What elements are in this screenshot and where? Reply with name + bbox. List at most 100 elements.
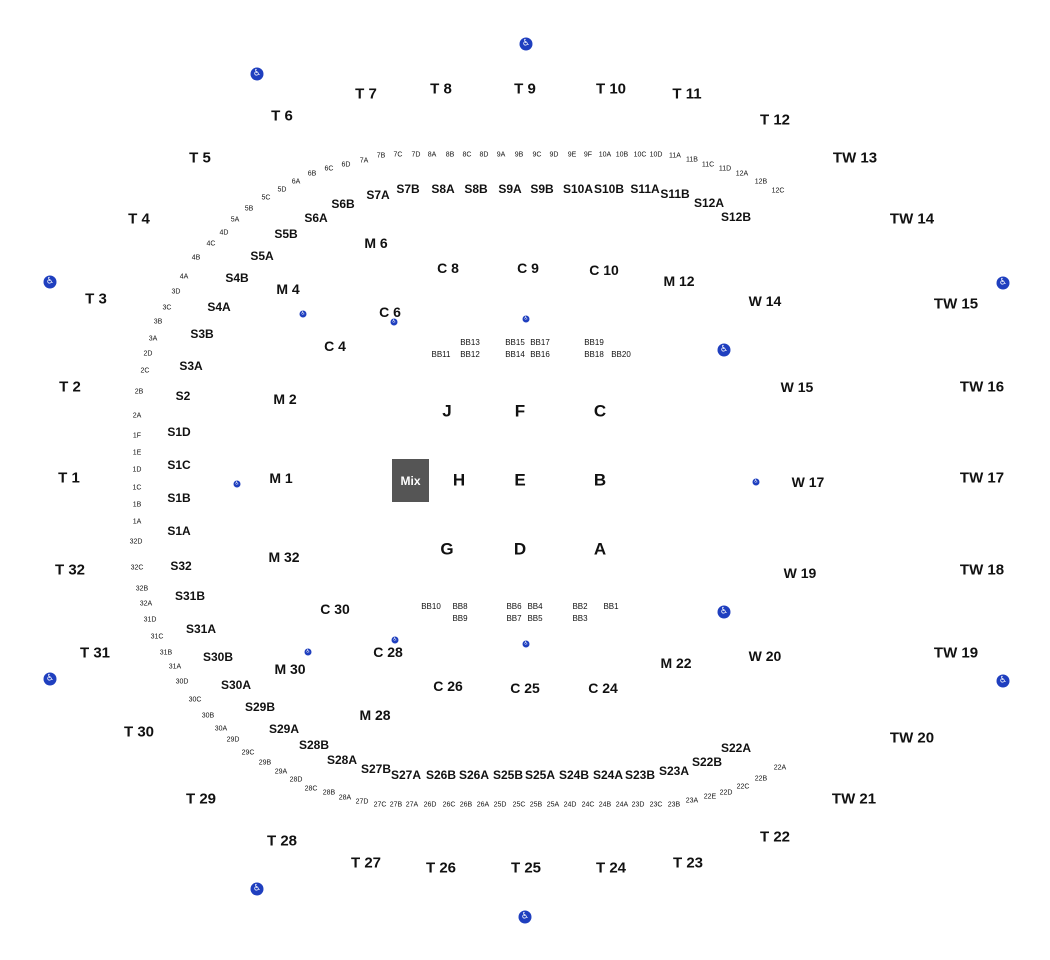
side-section-s22b[interactable]: S22B (691, 755, 723, 769)
floor-box-bb5[interactable]: BB5 (527, 614, 543, 623)
side-section-s25b[interactable]: S25B (492, 768, 524, 782)
section-12b[interactable]: 12B (754, 178, 768, 186)
section-10c[interactable]: 10C (633, 151, 647, 159)
wheelchair-icon[interactable]: ♿ (233, 480, 241, 488)
side-section-s4b[interactable]: S4B (225, 271, 249, 285)
section-9a[interactable]: 9A (496, 151, 506, 159)
wheelchair-icon[interactable]: ♿ (519, 37, 533, 51)
section-25c[interactable]: 25C (512, 801, 526, 809)
side-section-s4a[interactable]: S4A (207, 300, 231, 314)
section-2b[interactable]: 2B (134, 388, 144, 396)
section-25d[interactable]: 25D (493, 801, 507, 809)
terrace-section-t-22[interactable]: T 22 (759, 828, 791, 846)
side-section-s27b[interactable]: S27B (360, 762, 392, 776)
terrace-section-t-29[interactable]: T 29 (185, 790, 217, 808)
side-section-s30b[interactable]: S30B (202, 650, 234, 664)
terrace-section-tw-20[interactable]: TW 20 (889, 729, 935, 747)
section-29c[interactable]: 29C (241, 749, 255, 757)
section-2d[interactable]: 2D (143, 350, 153, 358)
section-31c[interactable]: 31C (150, 633, 164, 641)
club-section-c-8[interactable]: C 8 (437, 260, 459, 276)
terrace-section-tw-18[interactable]: TW 18 (959, 561, 1005, 579)
terrace-section-t-6[interactable]: T 6 (271, 107, 293, 125)
wing-section-w-19[interactable]: W 19 (783, 565, 817, 581)
terrace-section-tw-14[interactable]: TW 14 (889, 210, 935, 228)
mezzanine-section-m-32[interactable]: M 32 (268, 549, 300, 565)
section-30b[interactable]: 30B (201, 712, 215, 720)
section-1b[interactable]: 1B (132, 501, 142, 509)
wheelchair-icon[interactable]: ♿ (522, 315, 530, 323)
section-1d[interactable]: 1D (132, 466, 142, 474)
terrace-section-t-8[interactable]: T 8 (430, 80, 452, 98)
section-9e[interactable]: 9E (567, 151, 577, 159)
wheelchair-icon[interactable]: ♿ (996, 276, 1010, 290)
section-6d[interactable]: 6D (341, 161, 351, 169)
terrace-section-t-24[interactable]: T 24 (595, 859, 627, 877)
section-22a[interactable]: 22A (773, 764, 787, 772)
terrace-section-tw-19[interactable]: TW 19 (933, 644, 979, 662)
wheelchair-icon[interactable]: ♿ (518, 910, 532, 924)
side-section-s12b[interactable]: S12B (720, 210, 752, 224)
section-3c[interactable]: 3C (162, 304, 172, 312)
terrace-section-t-25[interactable]: T 25 (510, 859, 542, 877)
section-30d[interactable]: 30D (175, 678, 189, 686)
section-29b[interactable]: 29B (258, 759, 272, 767)
mezzanine-section-m-1[interactable]: M 1 (269, 470, 293, 486)
section-8d[interactable]: 8D (479, 151, 489, 159)
side-section-s26a[interactable]: S26A (458, 768, 490, 782)
section-3b[interactable]: 3B (153, 318, 163, 326)
section-9b[interactable]: 9B (514, 151, 524, 159)
section-24a[interactable]: 24A (615, 801, 629, 809)
section-11b[interactable]: 11B (686, 156, 698, 164)
wheelchair-icon[interactable]: ♿ (43, 275, 57, 289)
floor-box-bb9[interactable]: BB9 (452, 614, 468, 623)
side-section-s32[interactable]: S32 (170, 559, 192, 573)
section-8b[interactable]: 8B (445, 151, 455, 159)
section-29a[interactable]: 29A (274, 768, 288, 776)
floor-box-bb20[interactable]: BB20 (611, 350, 631, 359)
section-1e[interactable]: 1E (132, 449, 142, 457)
terrace-section-t-27[interactable]: T 27 (350, 854, 382, 872)
side-section-s10b[interactable]: S10B (593, 182, 625, 196)
club-section-c-10[interactable]: C 10 (589, 262, 619, 278)
side-section-s10a[interactable]: S10A (562, 182, 594, 196)
club-section-c-25[interactable]: C 25 (510, 680, 540, 696)
side-section-s3a[interactable]: S3A (179, 359, 203, 373)
side-section-s1d[interactable]: S1D (167, 425, 191, 439)
side-section-s29a[interactable]: S29A (268, 722, 300, 736)
floor-box-bb19[interactable]: BB19 (584, 338, 604, 347)
section-12a[interactable]: 12A (735, 170, 749, 178)
section-24c[interactable]: 24C (581, 801, 595, 809)
section-32d[interactable]: 32D (129, 538, 143, 546)
mezzanine-section-m-6[interactable]: M 6 (364, 235, 388, 251)
terrace-section-tw-15[interactable]: TW 15 (933, 295, 979, 313)
side-section-s6a[interactable]: S6A (304, 211, 328, 225)
floor-box-bb10[interactable]: BB10 (421, 602, 441, 611)
section-11a[interactable]: 11A (669, 152, 681, 160)
wheelchair-icon[interactable]: ♿ (522, 640, 530, 648)
side-section-s6b[interactable]: S6B (331, 197, 355, 211)
section-25b[interactable]: 25B (529, 801, 543, 809)
section-32a[interactable]: 32A (139, 600, 153, 608)
side-section-s28a[interactable]: S28A (326, 753, 358, 767)
club-section-c-9[interactable]: C 9 (517, 260, 539, 276)
terrace-section-t-1[interactable]: T 1 (58, 469, 80, 487)
terrace-section-t-9[interactable]: T 9 (514, 80, 536, 98)
floor-section-d[interactable]: D (513, 539, 527, 559)
terrace-section-tw-13[interactable]: TW 13 (832, 149, 878, 167)
section-10a[interactable]: 10A (598, 151, 612, 159)
side-section-s24b[interactable]: S24B (558, 768, 590, 782)
section-8a[interactable]: 8A (427, 151, 437, 159)
wheelchair-icon[interactable]: ♿ (304, 648, 312, 656)
floor-box-bb2[interactable]: BB2 (572, 602, 588, 611)
section-27a[interactable]: 27A (405, 801, 419, 809)
wheelchair-icon[interactable]: ♿ (250, 882, 264, 896)
section-26a[interactable]: 26A (476, 801, 490, 809)
section-22b[interactable]: 22B (754, 775, 768, 783)
section-32b[interactable]: 32B (135, 585, 149, 593)
section-23a[interactable]: 23A (685, 797, 699, 805)
side-section-s26b[interactable]: S26B (425, 768, 457, 782)
terrace-section-tw-16[interactable]: TW 16 (959, 378, 1005, 396)
section-3d[interactable]: 3D (171, 288, 181, 296)
floor-section-a[interactable]: A (593, 539, 607, 559)
